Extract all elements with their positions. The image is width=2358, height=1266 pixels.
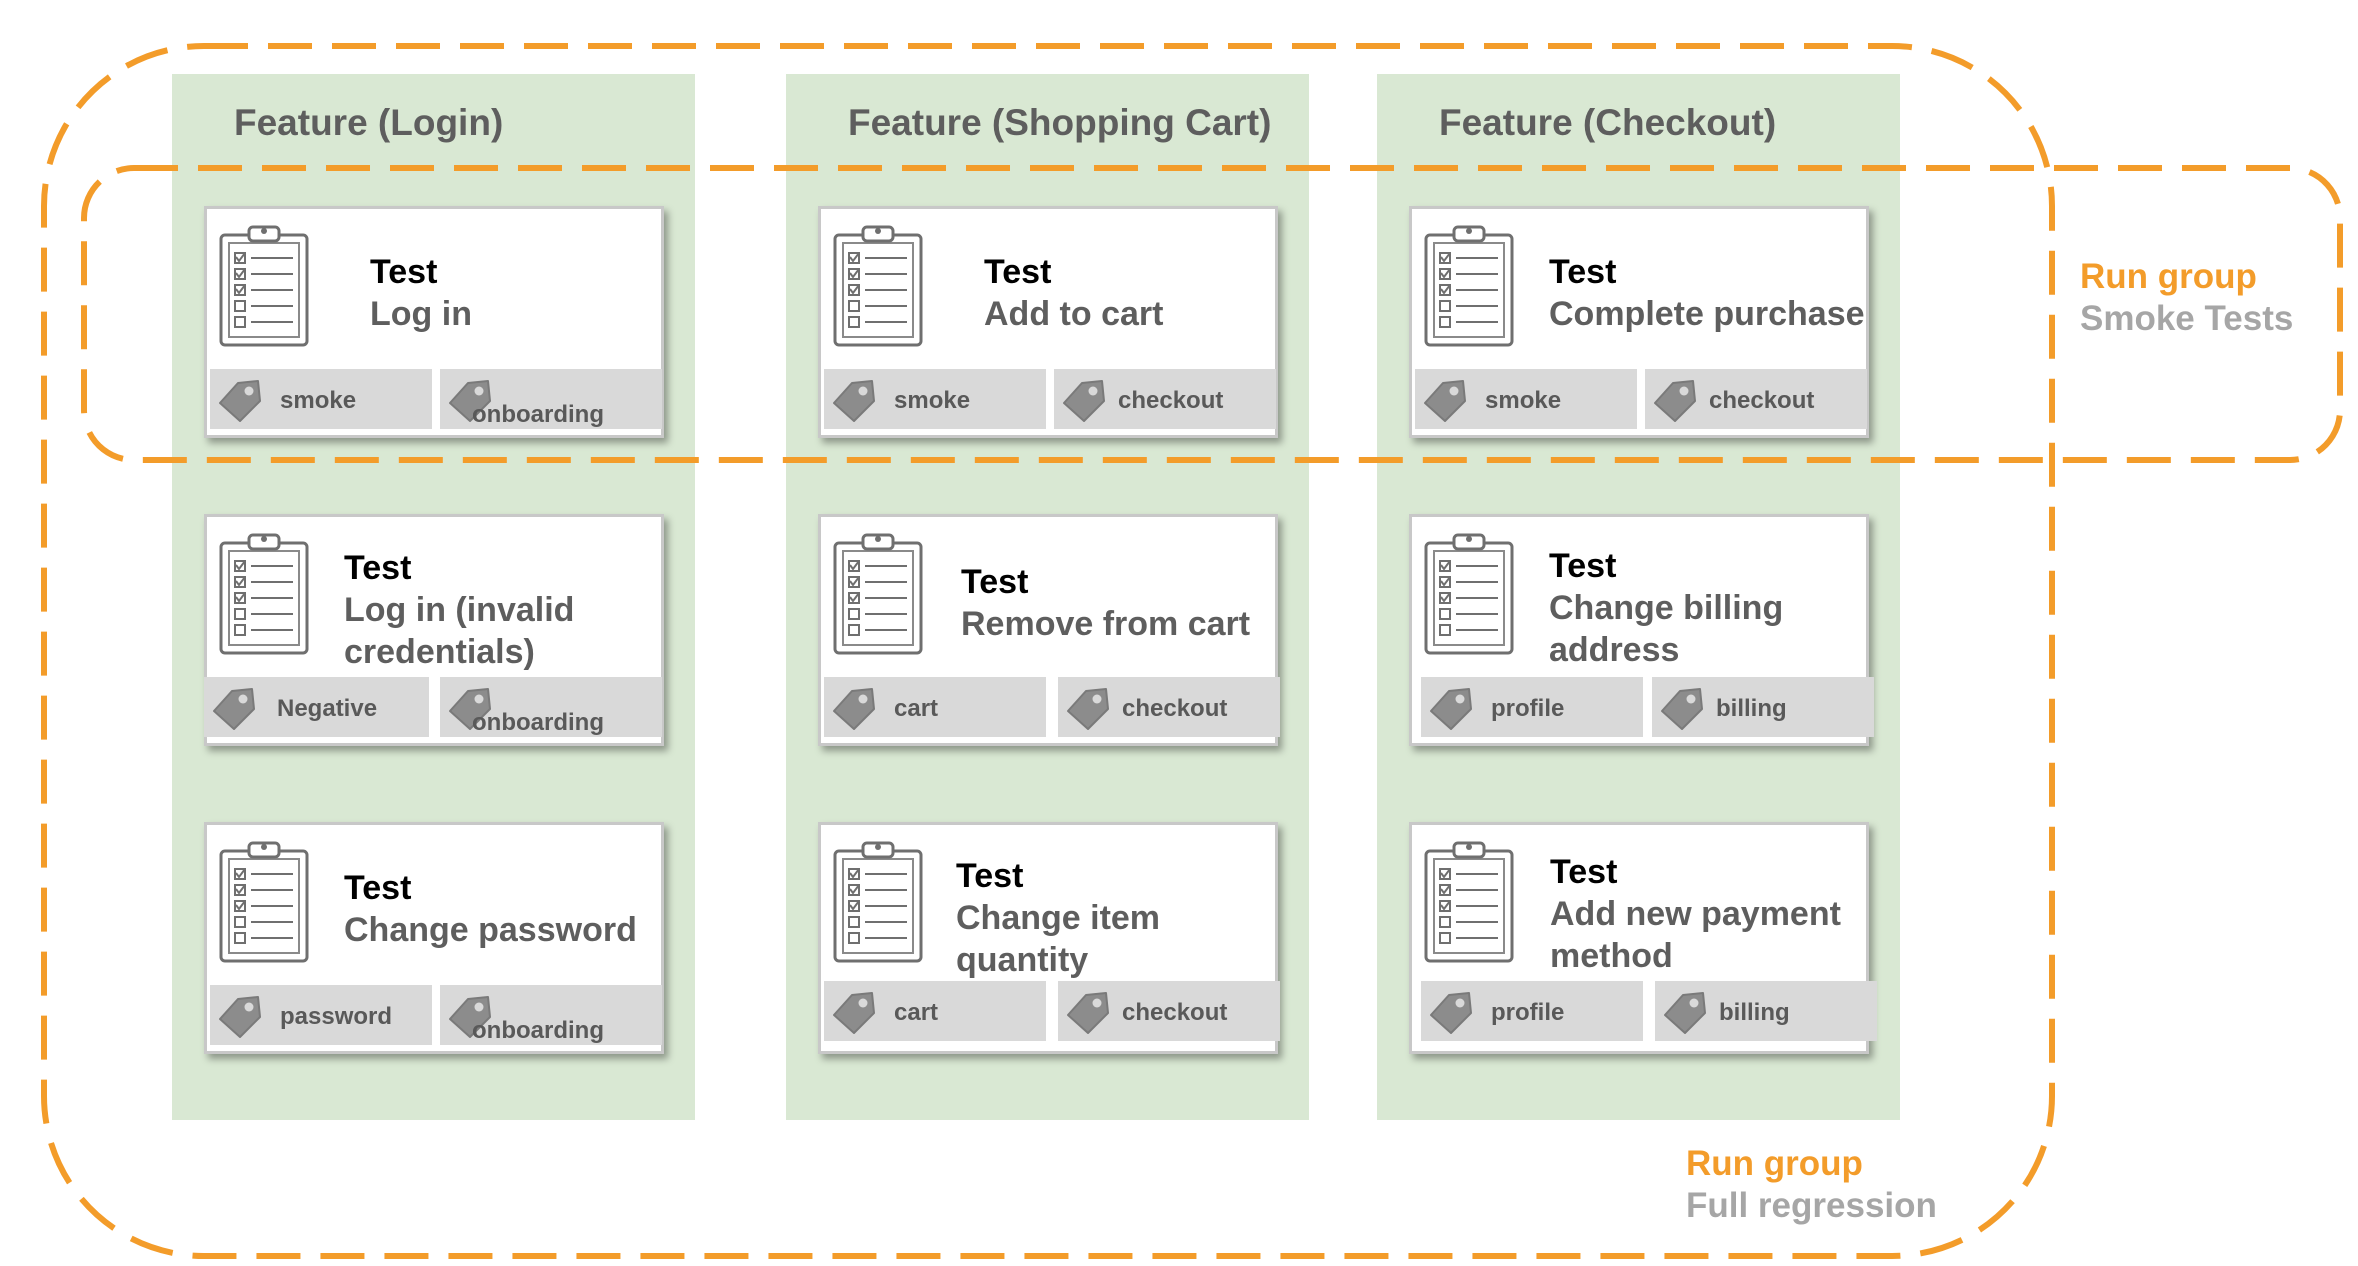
run-group-smoke-label: Run group Smoke Tests [2080, 256, 2293, 340]
tag-icon [1430, 992, 1472, 1034]
tag-chip[interactable]: onboarding [440, 677, 662, 737]
test-name: Log in [370, 295, 472, 333]
tag-chip[interactable]: cart [824, 677, 1046, 737]
test-card-remove-from-cart[interactable]: Test Remove from cart cart checkout [818, 514, 1280, 746]
test-keyword: Test [961, 563, 1029, 601]
test-keyword: Test [1550, 853, 1618, 891]
tag-label: cart [894, 695, 939, 722]
test-card-change-billing-address[interactable]: Test Change billing address profile bill… [1409, 514, 1874, 746]
tag-chip[interactable]: profile [1421, 677, 1643, 737]
test-keyword: Test [984, 253, 1052, 291]
test-name: Change item quantity [956, 899, 1161, 979]
tag-label: profile [1491, 999, 1565, 1026]
tag-icon [219, 996, 261, 1038]
tag-icon [1063, 380, 1105, 422]
test-card-change-password[interactable]: Test Change password password onboarding [204, 822, 664, 1054]
tag-icon [1424, 380, 1466, 422]
tag-icon [213, 688, 255, 730]
tag-label: smoke [894, 387, 971, 414]
tag-chip[interactable]: checkout [1058, 677, 1280, 737]
tag-icon [1430, 688, 1472, 730]
tag-label: cart [894, 999, 939, 1026]
tag-chip[interactable]: checkout [1054, 369, 1276, 429]
test-keyword: Test [1549, 253, 1617, 291]
test-card-log-in-invalid[interactable]: Test Log in (invalid credentials) Negati… [204, 514, 664, 746]
test-name: Change billing address [1549, 589, 1784, 669]
tag-label: checkout [1122, 695, 1228, 722]
tag-label: Negative [277, 695, 378, 722]
tag-label: smoke [1485, 387, 1562, 414]
feature-column-login: Feature (Login) Test Log in smoke onboar… [172, 74, 695, 1120]
run-group-keyword: Run group [2080, 257, 2257, 296]
column-title: Feature (Checkout) [1439, 102, 1777, 143]
column-title: Feature (Shopping Cart) [848, 102, 1272, 143]
tag-icon [833, 992, 875, 1034]
tag-chip[interactable]: checkout [1058, 981, 1280, 1041]
tag-icon [1067, 688, 1109, 730]
tag-label: checkout [1118, 387, 1224, 414]
tag-icon [833, 688, 875, 730]
tag-label: onboarding [472, 401, 604, 428]
clipboard-checklist-icon [219, 533, 309, 655]
clipboard-checklist-icon [1424, 225, 1514, 347]
clipboard-checklist-icon [219, 225, 309, 347]
tag-icon [833, 380, 875, 422]
tag-chip[interactable]: password [210, 985, 432, 1045]
tag-chip[interactable]: smoke [824, 369, 1046, 429]
test-keyword: Test [1549, 547, 1617, 585]
run-group-name: Full regression [1686, 1186, 1937, 1225]
tag-chip[interactable]: smoke [1415, 369, 1637, 429]
tag-label: onboarding [472, 709, 604, 736]
feature-column-checkout: Feature (Checkout) Test Complete purchas… [1377, 74, 1900, 1120]
test-name: Change password [344, 911, 637, 949]
test-name: Add new payment method [1550, 895, 1841, 975]
test-name: Complete purchase [1549, 295, 1865, 333]
clipboard-checklist-icon [1424, 533, 1514, 655]
tag-chip[interactable]: billing [1652, 677, 1874, 737]
clipboard-checklist-icon [833, 225, 923, 347]
tag-label: onboarding [472, 1017, 604, 1044]
run-group-keyword: Run group [1686, 1144, 1863, 1183]
test-keyword: Test [956, 857, 1024, 895]
tag-label: billing [1716, 695, 1787, 722]
tag-chip[interactable]: checkout [1645, 369, 1867, 429]
tag-icon [1661, 688, 1703, 730]
tag-label: password [280, 1003, 393, 1030]
run-group-full-label: Run group Full regression [1686, 1143, 1937, 1227]
test-card-add-to-cart[interactable]: Test Add to cart smoke checkout [818, 206, 1278, 438]
tag-chip[interactable]: onboarding [440, 985, 662, 1045]
tag-chip[interactable]: cart [824, 981, 1046, 1041]
tag-icon [1664, 992, 1706, 1034]
tag-icon [219, 380, 261, 422]
test-keyword: Test [370, 253, 438, 291]
tag-label: checkout [1122, 999, 1228, 1026]
tag-chip[interactable]: profile [1421, 981, 1643, 1041]
tag-label: checkout [1709, 387, 1815, 414]
test-name: Remove from cart [961, 605, 1251, 643]
test-card-complete-purchase[interactable]: Test Complete purchase smoke checkout [1409, 206, 1869, 438]
test-name: Add to cart [984, 295, 1164, 333]
tag-label: billing [1719, 999, 1790, 1026]
clipboard-checklist-icon [1424, 841, 1514, 963]
clipboard-checklist-icon [833, 841, 923, 963]
tag-chip[interactable]: Negative [204, 677, 429, 737]
tag-chip[interactable]: onboarding [440, 369, 662, 429]
tag-chip[interactable]: smoke [210, 369, 432, 429]
tag-label: smoke [280, 387, 357, 414]
tag-icon [1654, 380, 1696, 422]
test-keyword: Test [344, 549, 412, 587]
test-card-add-new-payment-method[interactable]: Test Add new payment method profile bill… [1409, 822, 1877, 1054]
tag-chip[interactable]: billing [1655, 981, 1877, 1041]
clipboard-checklist-icon [833, 533, 923, 655]
test-name: Log in (invalid credentials) [344, 591, 575, 671]
test-card-log-in[interactable]: Test Log in smoke onboarding [204, 206, 664, 438]
feature-column-shopping-cart: Feature (Shopping Cart) Test Add to cart… [786, 74, 1309, 1120]
column-title: Feature (Login) [234, 102, 504, 143]
test-card-change-item-quantity[interactable]: Test Change item quantity cart checkout [818, 822, 1280, 1054]
tag-label: profile [1491, 695, 1565, 722]
tag-icon [1067, 992, 1109, 1034]
test-keyword: Test [344, 869, 412, 907]
clipboard-checklist-icon [219, 841, 309, 963]
run-group-name: Smoke Tests [2080, 299, 2294, 338]
